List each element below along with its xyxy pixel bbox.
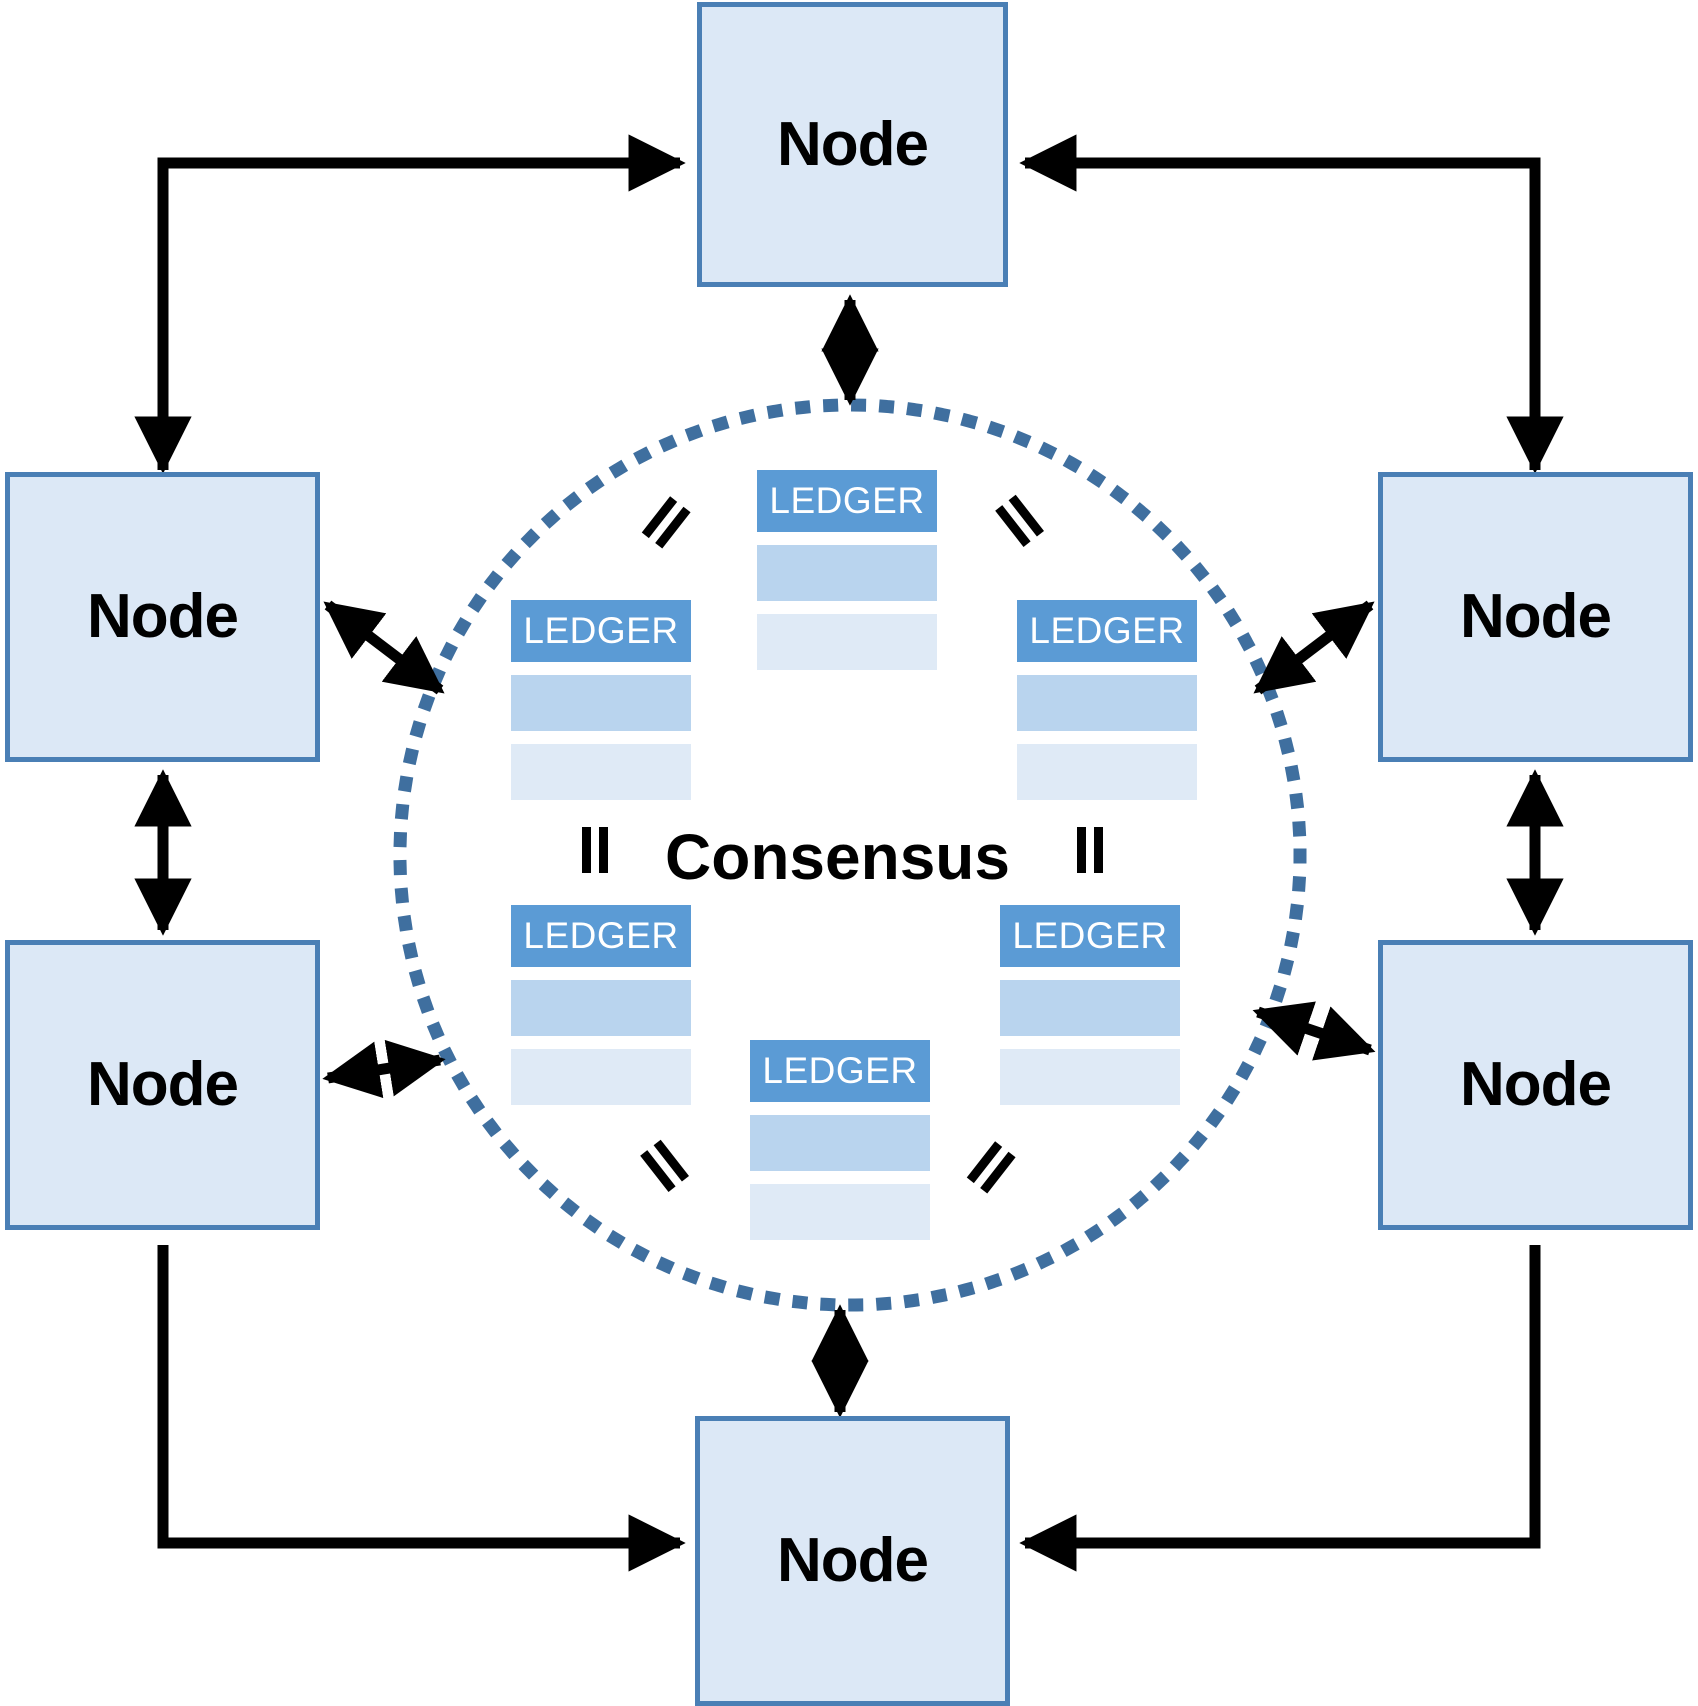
- ledger-top-row-2: [757, 614, 937, 670]
- node-right-upper[interactable]: Node: [1378, 472, 1693, 762]
- ledger-right-upper[interactable]: LEDGER: [1017, 600, 1197, 800]
- ledger-right-lower-row-2: [1000, 1049, 1180, 1105]
- equals-icon-mid-left: [570, 825, 622, 877]
- ledger-right-upper-header: LEDGER: [1017, 600, 1197, 662]
- connector-left-lower-consensus: [322, 1039, 446, 1099]
- node-top[interactable]: Node: [697, 2, 1008, 287]
- ledger-left-upper-row-1: [511, 675, 691, 731]
- ledger-right-upper-row-2: [1017, 744, 1197, 800]
- node-left-upper[interactable]: Node: [5, 472, 320, 762]
- node-right-lower[interactable]: Node: [1378, 940, 1693, 1230]
- connector-left-upper-consensus: [323, 600, 445, 695]
- node-left-lower-label: Node: [87, 1050, 239, 1119]
- ledger-bottom-header: LEDGER: [750, 1040, 930, 1102]
- node-top-label: Node: [777, 109, 929, 179]
- ledger-top-row-1: [757, 545, 937, 601]
- connector-left-lower-to-bottom: [157, 1245, 686, 1572]
- connector-right-lower-consensus: [1252, 1001, 1376, 1061]
- ledger-bottom-row-2: [750, 1184, 930, 1240]
- node-left-upper-label: Node: [87, 582, 239, 651]
- equals-icon-mid-right: [1065, 825, 1117, 877]
- ledger-left-upper[interactable]: LEDGER: [511, 600, 691, 800]
- ledger-left-upper-header: LEDGER: [511, 600, 691, 662]
- node-bottom[interactable]: Node: [695, 1416, 1010, 1706]
- ledger-left-lower-row-1: [511, 980, 691, 1036]
- connector-right-upper-to-top: [1019, 134, 1541, 470]
- ledger-right-lower-row-1: [1000, 980, 1180, 1036]
- ledger-top-header: LEDGER: [757, 470, 937, 532]
- node-right-lower-label: Node: [1460, 1050, 1612, 1119]
- node-right-upper-label: Node: [1460, 582, 1612, 651]
- ledger-top[interactable]: LEDGER: [757, 470, 937, 670]
- ledger-bottom-row-1: [750, 1115, 930, 1171]
- connector-right-lower-to-bottom: [1019, 1245, 1541, 1572]
- ledger-left-lower[interactable]: LEDGER: [511, 905, 691, 1105]
- node-left-lower[interactable]: Node: [5, 940, 320, 1230]
- ledger-left-lower-header: LEDGER: [511, 905, 691, 967]
- ledger-bottom[interactable]: LEDGER: [750, 1040, 930, 1240]
- consensus-label: Consensus: [665, 821, 1010, 893]
- ledger-right-upper-row-1: [1017, 675, 1197, 731]
- connector-left-upper-to-top: [157, 134, 686, 470]
- ledger-left-lower-row-2: [511, 1049, 691, 1105]
- connector-right-upper-consensus: [1253, 600, 1375, 695]
- ledger-left-upper-row-2: [511, 744, 691, 800]
- node-bottom-label: Node: [777, 1526, 929, 1595]
- ledger-right-lower-header: LEDGER: [1000, 905, 1180, 967]
- ledger-right-lower[interactable]: LEDGER: [1000, 905, 1180, 1105]
